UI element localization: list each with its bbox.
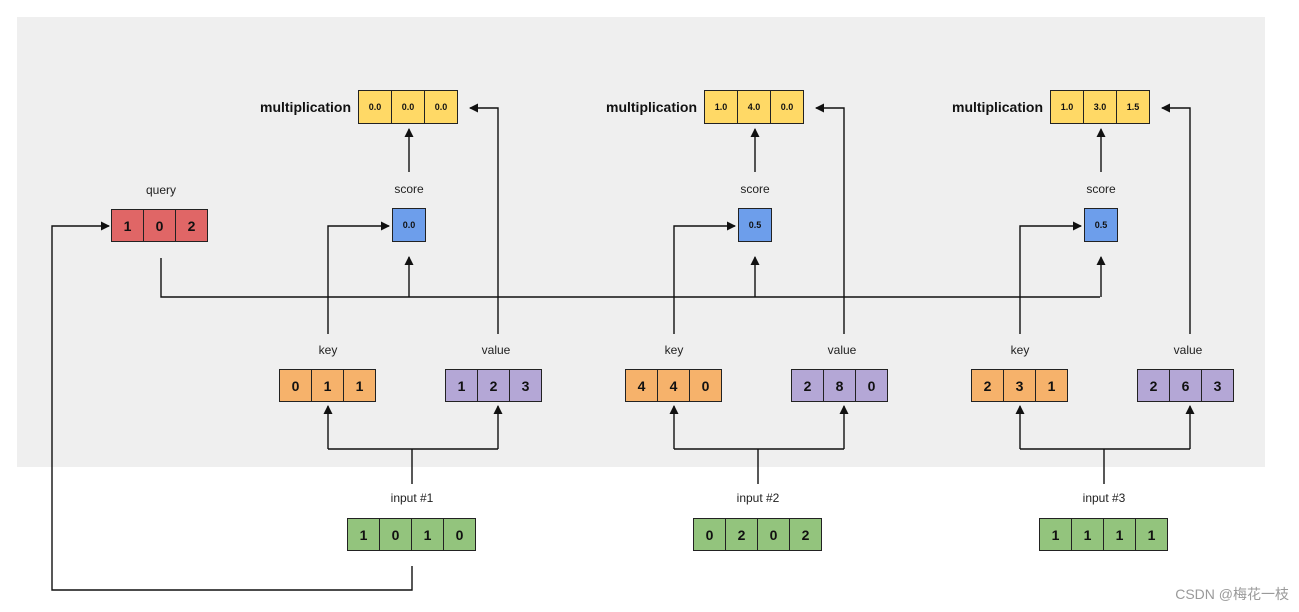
input-1-vector-cell-2: 0 xyxy=(379,518,412,551)
key-1-vector-cell-1: 0 xyxy=(279,369,312,402)
value-2-vector-cell-3: 0 xyxy=(855,369,888,402)
input-2-vector-cell-3: 0 xyxy=(757,518,790,551)
score-2-label: score xyxy=(740,182,770,196)
value-1-vector-cell-1: 1 xyxy=(445,369,478,402)
score-1-label: score xyxy=(394,182,424,196)
value-3-vector-cell-3: 3 xyxy=(1201,369,1234,402)
score-1-box-cell-1: 0.0 xyxy=(392,208,426,242)
query-cell-1: 1 xyxy=(111,209,144,242)
multiplication-2-vector-cell-2: 4.0 xyxy=(737,90,771,124)
value-3-to-mult-arrow xyxy=(1161,103,1191,334)
value-1-vector-cell-3: 3 xyxy=(509,369,542,402)
value-1-to-mult-arrow xyxy=(469,103,499,334)
input-1-vector-cell-1: 1 xyxy=(347,518,380,551)
multiplication-1-label: multiplication xyxy=(260,99,351,115)
score-3-label: score xyxy=(1086,182,1116,196)
key-3-vector-cell-3: 1 xyxy=(1035,369,1068,402)
key-2-label: key xyxy=(664,343,684,357)
value-3-vector-cell-1: 2 xyxy=(1137,369,1170,402)
key-3-vector-cell-2: 3 xyxy=(1003,369,1036,402)
input-2-vector-cell-4: 2 xyxy=(789,518,822,551)
input-1-vector-cell-3: 1 xyxy=(411,518,444,551)
value-2-vector-cell-1: 2 xyxy=(791,369,824,402)
score-2-box: 0.5 xyxy=(738,208,772,242)
multiplication-2-label: multiplication xyxy=(606,99,697,115)
key-1-vector-cell-3: 1 xyxy=(343,369,376,402)
multiplication-3-vector-cell-3: 1.5 xyxy=(1116,90,1150,124)
multiplication-1-vector-cell-3: 0.0 xyxy=(424,90,458,124)
score-1-box: 0.0 xyxy=(392,208,426,242)
multiplication-3-label: multiplication xyxy=(952,99,1043,115)
input-2-vector-cell-1: 0 xyxy=(693,518,726,551)
input-1-to-query-arrow xyxy=(51,221,413,591)
input-3-vector-cell-4: 1 xyxy=(1135,518,1168,551)
input-2-label: input #2 xyxy=(736,491,780,505)
key-3-to-score-arrow xyxy=(1019,221,1082,334)
key-2-vector-cell-2: 4 xyxy=(657,369,690,402)
value-1-label: value xyxy=(481,343,511,357)
score-3-box: 0.5 xyxy=(1084,208,1118,242)
input-1-label: input #1 xyxy=(390,491,434,505)
key-3-vector-cell-1: 2 xyxy=(971,369,1004,402)
key-3-label: key xyxy=(1010,343,1030,357)
multiplication-3-vector-cell-2: 3.0 xyxy=(1083,90,1117,124)
key-1-vector-cell-2: 1 xyxy=(311,369,344,402)
input-3-vector-cell-1: 1 xyxy=(1039,518,1072,551)
key-1-to-score-arrow xyxy=(327,221,390,334)
value-2-to-mult-arrow xyxy=(815,103,845,334)
input-2-vector-cell-2: 2 xyxy=(725,518,758,551)
value-3-label: value xyxy=(1173,343,1203,357)
value-1-vector-cell-2: 2 xyxy=(477,369,510,402)
input-3-label: input #3 xyxy=(1082,491,1126,505)
key-2-to-score-arrow xyxy=(673,221,736,334)
multiplication-2-vector-cell-1: 1.0 xyxy=(704,90,738,124)
key-2-vector-cell-3: 0 xyxy=(689,369,722,402)
key-2-vector-cell-1: 4 xyxy=(625,369,658,402)
query-label: query xyxy=(145,183,177,197)
key-1-label: key xyxy=(318,343,338,357)
query-cell-3: 2 xyxy=(175,209,208,242)
watermark: CSDN @梅花一枝 xyxy=(1175,586,1289,602)
input-1-vector-cell-4: 0 xyxy=(443,518,476,551)
value-2-vector-cell-2: 8 xyxy=(823,369,856,402)
multiplication-3-vector-cell-1: 1.0 xyxy=(1050,90,1084,124)
score-2-box-cell-1: 0.5 xyxy=(738,208,772,242)
multiplication-1-vector-cell-1: 0.0 xyxy=(358,90,392,124)
multiplication-1-vector-cell-2: 0.0 xyxy=(391,90,425,124)
query-cell-2: 0 xyxy=(143,209,176,242)
value-2-label: value xyxy=(827,343,857,357)
score-3-box-cell-1: 0.5 xyxy=(1084,208,1118,242)
input-3-vector-cell-2: 1 xyxy=(1071,518,1104,551)
query-bus-line xyxy=(160,258,1100,298)
multiplication-2-vector-cell-3: 0.0 xyxy=(770,90,804,124)
value-3-vector-cell-2: 6 xyxy=(1169,369,1202,402)
input-3-vector-cell-3: 1 xyxy=(1103,518,1136,551)
